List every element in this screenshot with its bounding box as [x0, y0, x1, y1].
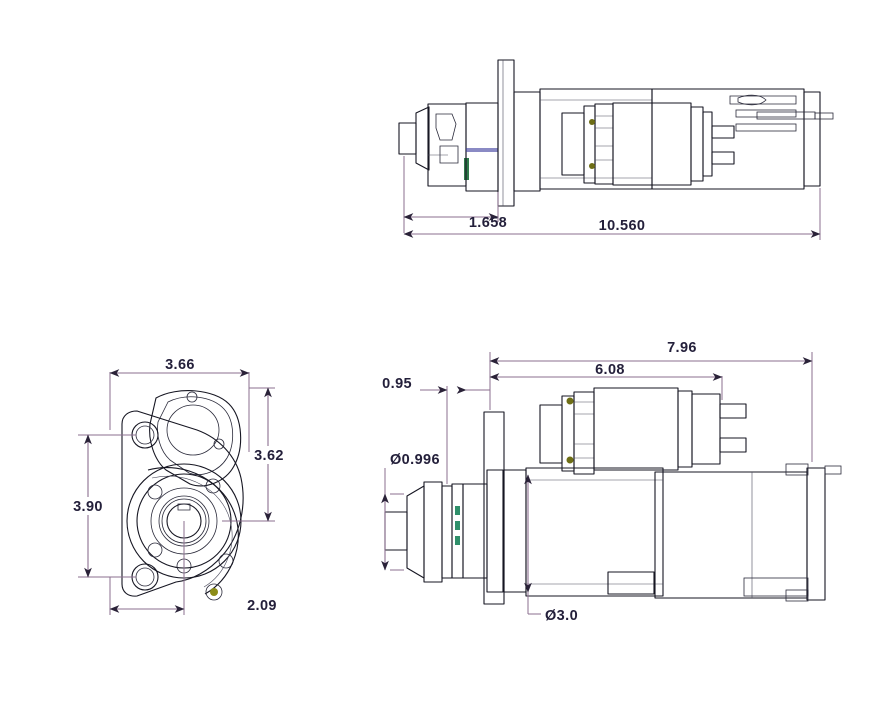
- dim-label-209: 2.09: [247, 598, 277, 614]
- dimension-362: 3.62: [222, 387, 284, 522]
- part-solenoid-barrel-olive: [612, 102, 713, 186]
- part-mounting-flange-purple-2: [483, 411, 527, 605]
- view-top-side-elevation: 1.658 10.560: [398, 59, 834, 240]
- dimension-1658: 1.658: [403, 156, 507, 233]
- dim-label-10560: 10.560: [599, 218, 646, 234]
- part-drive-lever-housing: [427, 103, 467, 187]
- dimension-30: Ø3.0: [524, 474, 578, 624]
- view-drive-end-side: 7.96 6.08 0.95 Ø0.996 Ø3.0: [381, 340, 842, 624]
- part-pinion-collar-stack: [423, 481, 464, 583]
- dim-label-362: 3.62: [254, 448, 284, 464]
- dim-label-095: 0.95: [382, 376, 412, 392]
- dim-label-366: 3.66: [165, 357, 195, 373]
- dim-label-608: 6.08: [595, 362, 625, 378]
- dim-label-30: Ø3.0: [545, 608, 578, 624]
- part-drive-housing-purple: [465, 102, 499, 192]
- dimension-608: 6.08: [489, 362, 723, 400]
- dimension-095: 0.95: [382, 376, 490, 484]
- part-motor-can-olive-2: [654, 463, 842, 602]
- dimension-366: 3.66: [109, 357, 250, 452]
- part-pinion-shaft-nose: [384, 485, 425, 579]
- part-solenoid-terminals: [711, 125, 735, 165]
- dimension-390: 3.90: [73, 434, 136, 578]
- part-motor-can-olive: [651, 88, 834, 190]
- dimension-10560: 10.560: [403, 188, 821, 240]
- part-mounting-flange-purple: [497, 59, 541, 207]
- part-drive-pinion-nose: [398, 106, 430, 171]
- part-solenoid-assembly: [539, 387, 747, 475]
- part-solenoid-front-gray: [561, 103, 614, 185]
- part-gear-cover-lobe: [149, 390, 242, 487]
- part-field-housing-gray-2: [525, 467, 664, 597]
- part-drive-housing-purple-2: [462, 469, 504, 593]
- dimension-0996: Ø0.996: [381, 452, 440, 571]
- view-mounting-flange-face: 3.66 3.62 3.90 2.09: [73, 357, 284, 615]
- dim-label-796: 7.96: [667, 340, 697, 356]
- dimension-796: 7.96: [489, 340, 813, 462]
- dim-label-1658: 1.658: [469, 215, 507, 231]
- dim-label-0996: Ø0.996: [390, 452, 440, 468]
- dimension-209: 2.09: [109, 521, 277, 615]
- dim-label-390: 3.90: [73, 499, 103, 515]
